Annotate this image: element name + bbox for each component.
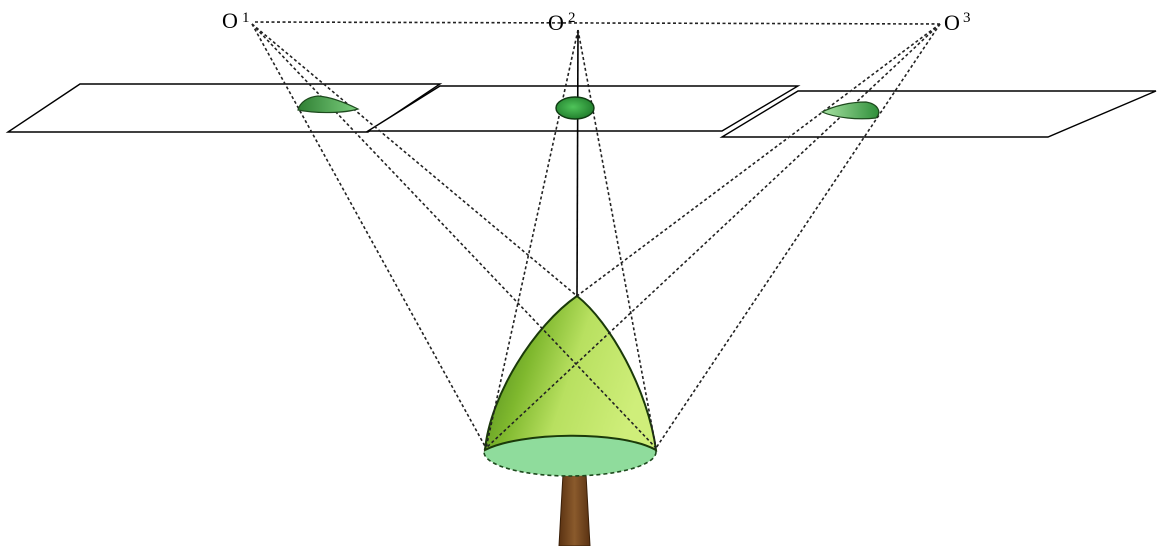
viewpoint-letter: O <box>548 10 564 35</box>
viewpoint-index: 2 <box>568 10 576 26</box>
tree-trunk <box>559 474 590 546</box>
ray-o3-apex <box>577 24 940 296</box>
ray-o1-apex <box>252 24 577 296</box>
viewpoint-label-o3: O 3 <box>944 10 971 35</box>
viewpoint-label-o1: O 1 <box>222 8 250 33</box>
viewpoint-index: 1 <box>242 10 250 26</box>
image-plane-3 <box>722 91 1156 137</box>
viewpoint-letter: O <box>944 10 960 35</box>
viewpoint-baseline <box>255 22 940 24</box>
tree-crown <box>485 296 656 450</box>
viewpoint-index: 3 <box>963 10 971 26</box>
viewpoint-letter: O <box>222 8 238 33</box>
viewpoint-label-o2: O 2 <box>548 10 576 35</box>
image-plane-1 <box>8 84 440 132</box>
crown-projection-2 <box>556 97 594 119</box>
ray-o2-apex <box>577 30 578 296</box>
